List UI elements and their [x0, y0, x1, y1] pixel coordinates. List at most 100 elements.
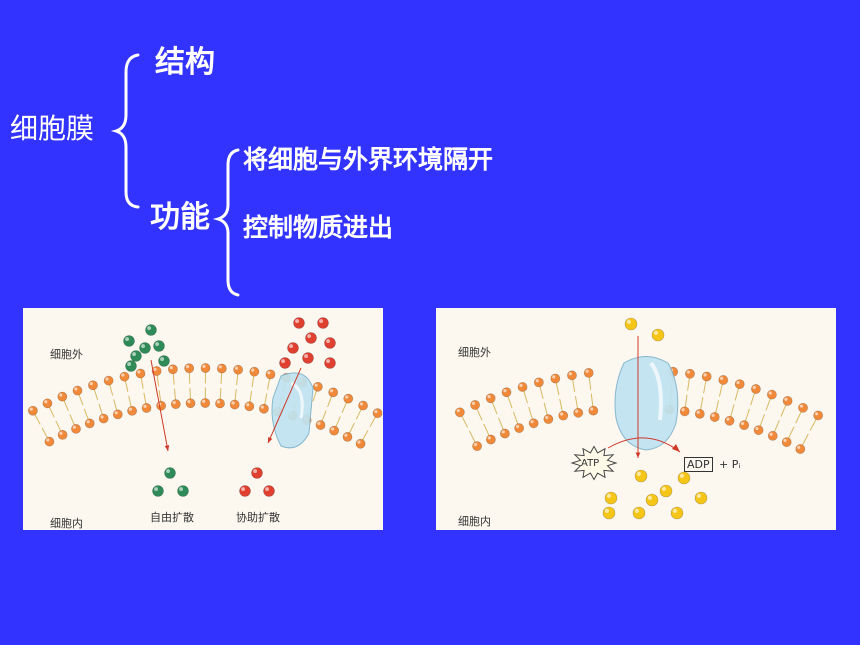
yellow-molecule: [624, 317, 638, 331]
yellow-molecule: [677, 471, 691, 485]
red-molecule: [287, 342, 299, 354]
red-molecule-highlight: [319, 319, 324, 323]
phospholipid-head-inner-highlight: [46, 438, 50, 442]
green-molecule-highlight: [127, 362, 131, 366]
phospholipid-head-outer: [750, 384, 761, 394]
green-molecule: [164, 467, 176, 479]
phospholipid-head-inner-highlight: [530, 420, 534, 424]
phospholipid-head-outer: [72, 385, 83, 396]
yellow-molecule: [670, 506, 684, 520]
yellow-molecule-highlight: [696, 493, 701, 498]
phospholipid-head-inner-highlight: [59, 431, 63, 435]
phospholipid-head-outer-highlight: [585, 369, 589, 373]
facilitated-diffusion-arrow-head: [268, 437, 273, 443]
phospholipid-head-inner-highlight: [86, 420, 90, 424]
atp-adp-arrow-head: [672, 444, 680, 452]
green-molecule: [177, 485, 189, 497]
phospholipid-head-inner-highlight: [575, 409, 579, 413]
phospholipid-head-outer: [372, 408, 383, 419]
inside-label: 细胞内: [458, 515, 491, 528]
green-molecule-highlight: [179, 487, 183, 491]
phospholipid-head-outer-highlight: [169, 366, 173, 370]
green-molecule: [145, 324, 157, 336]
yellow-molecule-highlight: [661, 486, 666, 491]
phospholipid-head-outer: [567, 370, 577, 381]
phospholipid-head-inner: [573, 407, 584, 418]
phospholipid-head-inner: [229, 399, 240, 410]
phospholipid-head-outer: [233, 364, 244, 375]
phospholipid-head-inner: [781, 437, 792, 447]
phospholipid-head-outer: [533, 377, 544, 388]
red-molecule-highlight: [307, 334, 312, 338]
phospholipid-head-outer-highlight: [814, 412, 819, 416]
green-molecule: [158, 355, 170, 367]
phospholipid-head-outer: [454, 407, 465, 418]
phospholipid-head-outer-highlight: [720, 376, 724, 380]
green-molecule-highlight: [155, 342, 159, 346]
phospholipid-head-outer-highlight: [89, 382, 93, 386]
membrane-diagram-right: [454, 317, 824, 520]
phospholipid-head-inner-highlight: [755, 426, 759, 431]
phospholipid-head-outer-highlight: [359, 402, 364, 406]
green-molecule-highlight: [166, 469, 170, 473]
phospholipid-head-outer-highlight: [267, 371, 271, 375]
phospholipid-head-outer-highlight: [752, 385, 756, 389]
phospholipid-head-inner: [342, 431, 353, 442]
red-molecule: [324, 357, 336, 369]
phospholipid-head-outer: [501, 387, 512, 398]
phospholipid-head-inner-highlight: [590, 407, 594, 411]
yellow-molecule-highlight: [604, 508, 609, 513]
phospholipid-head-outer: [103, 375, 114, 386]
phospholipid-head-outer: [216, 363, 227, 374]
phospholipid-head-outer: [734, 379, 745, 390]
phospholipid-head-inner-highlight: [769, 432, 773, 436]
phospholipid-head-outer-highlight: [218, 365, 222, 369]
phospholipid-head-outer-highlight: [736, 380, 740, 385]
green-molecule-highlight: [147, 326, 151, 330]
phospholipid-head-inner-highlight: [515, 424, 520, 429]
phospholipid-head-outer: [358, 400, 368, 411]
red-molecule: [263, 485, 275, 497]
phospholipid-head-outer: [27, 405, 38, 416]
inside-label: 细胞内: [50, 517, 83, 530]
phospholipid-head-outer: [550, 373, 561, 384]
free-diffusion-arrow-head: [164, 445, 170, 451]
green-molecule-highlight: [141, 344, 145, 348]
passive-transport-figure: 细胞外 细胞内 自由扩散 协助扩散: [23, 308, 383, 530]
phospholipid-head-inner-highlight: [143, 404, 147, 408]
phospholipid-head-outer-highlight: [74, 387, 78, 391]
red-molecule: [302, 352, 314, 364]
yellow-molecule: [602, 506, 616, 520]
phospholipid-head-inner: [170, 399, 181, 410]
phospholipid-head-outer-highlight: [29, 407, 33, 411]
adp-label: ADP: [684, 457, 713, 472]
phospholipid-head-outer-highlight: [137, 370, 141, 374]
phospholipid-head-outer-highlight: [121, 373, 125, 377]
green-molecule-highlight: [132, 352, 136, 356]
phospholipid-head-outer: [485, 393, 496, 404]
phospholipid-head-outer-highlight: [374, 409, 378, 414]
yellow-molecule-highlight: [626, 319, 631, 324]
red-molecule: [317, 317, 329, 329]
phospholipid-head-inner-highlight: [344, 433, 348, 437]
phospholipid-head-inner: [795, 444, 806, 454]
red-molecule-highlight: [326, 339, 331, 343]
phospholipid-head-outer-highlight: [202, 364, 206, 369]
atp-label: ATP: [581, 458, 600, 469]
green-molecule-highlight: [154, 487, 158, 491]
phospholipid-head-outer-highlight: [552, 375, 556, 379]
phospholipid-head-outer-highlight: [153, 367, 157, 371]
phospholipid-head-outer: [685, 368, 695, 379]
phospholipid-head-outer: [583, 367, 594, 378]
red-molecule-highlight: [241, 487, 245, 491]
phospholipid-head-outer-highlight: [314, 383, 318, 387]
free-diffusion-label: 自由扩散: [150, 511, 194, 524]
red-molecule-highlight: [265, 487, 269, 491]
yellow-molecule: [645, 493, 659, 507]
phospholipid-head-outer: [249, 366, 260, 377]
phospholipid-head-outer: [517, 382, 528, 392]
phospholipid-head-inner: [141, 403, 152, 413]
outside-label: 细胞外: [50, 348, 83, 361]
phospholipid-head-inner: [472, 441, 483, 452]
yellow-molecule-highlight: [679, 473, 684, 478]
